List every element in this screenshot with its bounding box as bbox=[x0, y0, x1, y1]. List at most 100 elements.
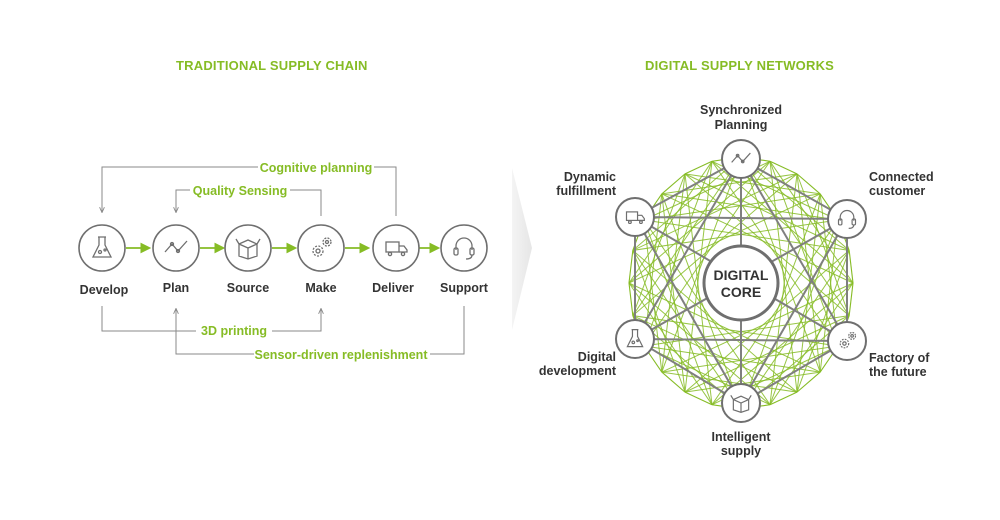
truck-icon bbox=[625, 211, 645, 225]
mesh-line bbox=[711, 161, 839, 347]
line-chart-icon bbox=[164, 240, 188, 254]
mesh-line bbox=[632, 219, 839, 251]
flask-icon bbox=[91, 236, 113, 258]
mesh-line bbox=[769, 219, 839, 405]
mesh-line bbox=[628, 193, 821, 284]
headset-icon bbox=[837, 209, 857, 229]
mesh-line bbox=[661, 193, 686, 393]
stage-plan: Plan bbox=[152, 224, 200, 295]
stage-make: Make bbox=[297, 224, 345, 295]
mesh-line bbox=[661, 173, 686, 195]
flask-icon bbox=[626, 329, 644, 348]
3d-printing-label: 3D printing bbox=[201, 324, 267, 338]
mesh-line bbox=[661, 156, 742, 373]
node-digital-development: Digital development bbox=[539, 319, 655, 378]
node-label-supply: supply bbox=[721, 444, 761, 458]
quality-sensing-label: Quality Sensing bbox=[193, 184, 287, 198]
stage-label-make: Make bbox=[305, 281, 336, 295]
mesh-line bbox=[684, 160, 713, 175]
mesh-line bbox=[661, 193, 854, 284]
mesh-line bbox=[684, 173, 850, 251]
node-factory-of-the-future: Factory of the future bbox=[827, 321, 930, 379]
truck-icon bbox=[385, 241, 408, 257]
mesh-line bbox=[643, 219, 663, 373]
mesh-line bbox=[684, 161, 713, 393]
mesh-line bbox=[643, 219, 850, 251]
mesh-line bbox=[643, 161, 713, 347]
mesh-line bbox=[796, 371, 821, 393]
stage-deliver: Deliver bbox=[372, 224, 420, 295]
network-mesh bbox=[628, 156, 854, 410]
mesh-line bbox=[661, 345, 839, 373]
section-divider-chevron bbox=[512, 168, 532, 330]
mesh-line bbox=[796, 173, 821, 195]
mesh-line bbox=[684, 315, 850, 393]
mesh-line bbox=[661, 371, 686, 393]
mesh-line bbox=[684, 250, 850, 393]
node-connection-line bbox=[634, 216, 848, 220]
node-label-customer: customer bbox=[869, 184, 925, 198]
node-label-future: the future bbox=[869, 365, 927, 379]
mesh-line bbox=[711, 160, 854, 284]
traditional-supply-chain-title: TRADITIONAL SUPPLY CHAIN bbox=[176, 58, 368, 73]
box-icon bbox=[730, 395, 752, 413]
mesh-line bbox=[769, 161, 798, 393]
mesh-line bbox=[632, 156, 742, 251]
mesh-line bbox=[740, 156, 850, 251]
headset-icon bbox=[453, 237, 475, 260]
node-dynamic-fulfillment: Dynamic fulfillment bbox=[556, 170, 655, 237]
gears-icon bbox=[312, 237, 332, 257]
mesh-line bbox=[628, 282, 713, 405]
mesh-line bbox=[819, 219, 839, 373]
mesh-line bbox=[643, 193, 663, 347]
mesh-line bbox=[769, 161, 839, 347]
mesh-line bbox=[643, 193, 821, 221]
box-icon bbox=[235, 238, 261, 260]
mesh-line bbox=[632, 250, 798, 393]
mesh-line bbox=[769, 161, 854, 284]
mesh-line bbox=[796, 193, 821, 393]
mesh-line bbox=[848, 250, 854, 284]
stage-develop: Develop bbox=[78, 224, 129, 297]
mesh-line bbox=[740, 156, 850, 316]
mesh-line bbox=[769, 282, 854, 405]
node-label-development: development bbox=[539, 364, 617, 378]
mesh-line bbox=[628, 250, 634, 284]
mesh-line bbox=[643, 219, 771, 405]
core-label-line2: CORE bbox=[721, 284, 761, 300]
node-connection-line bbox=[634, 338, 742, 404]
mesh-line bbox=[632, 156, 742, 316]
stage-label-support: Support bbox=[440, 281, 489, 295]
mesh-line bbox=[769, 391, 798, 406]
mesh-line bbox=[661, 193, 839, 221]
digital-supply-networks-title: DIGITAL SUPPLY NETWORKS bbox=[645, 58, 835, 73]
network-spokes bbox=[634, 158, 848, 404]
node-synchronized-planning: Synchronized Planning bbox=[700, 103, 782, 179]
node-connection-line bbox=[634, 216, 742, 404]
stage-label-deliver: Deliver bbox=[372, 281, 414, 295]
mesh-line bbox=[684, 391, 713, 406]
node-connection-line bbox=[634, 338, 848, 342]
mesh-line bbox=[848, 282, 854, 316]
mesh-line bbox=[632, 173, 798, 251]
digital-core: DIGITAL CORE bbox=[702, 244, 780, 322]
stage-support: Support bbox=[440, 224, 489, 295]
node-label-digital: Digital bbox=[578, 350, 616, 364]
stage-source: Source bbox=[224, 224, 272, 295]
mesh-line bbox=[711, 219, 839, 405]
mesh-line bbox=[632, 173, 798, 316]
cognitive-planning-label: Cognitive planning bbox=[260, 161, 373, 175]
node-label-dynamic: Dynamic bbox=[564, 170, 616, 184]
sensor-replenishment-label: Sensor-driven replenishment bbox=[255, 348, 429, 362]
node-label-intelligent: Intelligent bbox=[711, 430, 771, 444]
stage-label-plan: Plan bbox=[163, 281, 189, 295]
node-label-fulfillment: fulfillment bbox=[556, 184, 617, 198]
mesh-line bbox=[632, 250, 686, 393]
mesh-line bbox=[632, 250, 742, 410]
node-label-connected: Connected bbox=[869, 170, 934, 184]
mesh-line bbox=[628, 160, 771, 284]
stage-label-develop: Develop bbox=[80, 283, 129, 297]
mesh-line bbox=[684, 173, 713, 405]
